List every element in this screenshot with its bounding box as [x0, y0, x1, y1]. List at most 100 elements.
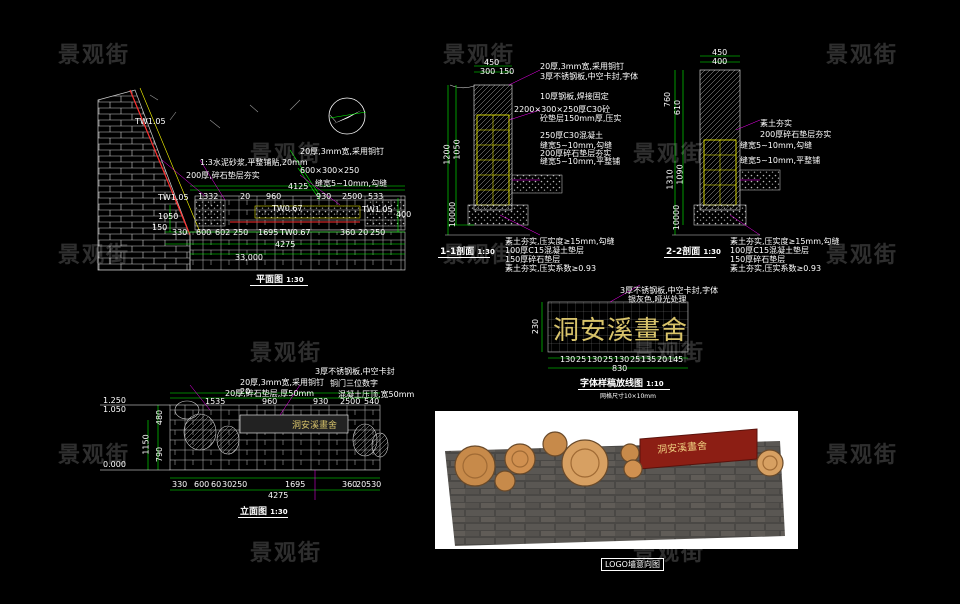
s2-title: 2-2剖面 1:30: [666, 244, 721, 257]
s2-dim-side-3: 1090: [675, 164, 685, 185]
plan-title: 平面图 1:30: [256, 272, 304, 285]
watermark-14: 景观街: [633, 541, 706, 566]
plan-dim-bottom-0: 330: [172, 228, 188, 237]
plan-note-top: 20厚,3mm宽,采用铜钉: [300, 147, 384, 156]
plan-note-gravel: 1:3水泥砂浆,平整铺贴,20mm: [200, 158, 308, 167]
font-title-text: 字体样稿放线图: [580, 379, 644, 389]
plan-dim-bottom-3: 250: [233, 228, 249, 237]
elev-title-text: 立面图: [240, 507, 268, 517]
s1-note-11: 150厚碎石垫层: [505, 255, 561, 264]
font-glyphs: 洞安溪畫舍: [553, 316, 689, 346]
s2-note-4: 素土夯实,压实度≥15mm,勾缝: [730, 237, 840, 246]
elev-note-0: 20厚,3mm宽,采用铜钉: [240, 378, 324, 387]
plan-dim-total-top: 4125: [288, 182, 309, 191]
watermark-4: 景观街: [250, 142, 323, 167]
plan-view: [97, 87, 406, 271]
watermark-5: 景观街: [633, 142, 706, 167]
elev-dim-top-3: 930: [313, 397, 329, 406]
s1-note-0: 20厚,3mm宽,采用铜钉: [540, 62, 624, 71]
elev-title-underline: [238, 517, 288, 518]
s2-note-1: 200厚碎石垫层夯实: [760, 130, 832, 139]
elev-note-4: 混凝土压顶,宽50mm: [338, 390, 415, 399]
font-note-below: 网格尺寸10×10mm: [600, 393, 656, 400]
elev-sign-text: 洞安溪畫舍: [292, 421, 338, 431]
watermark-9: 景观街: [250, 341, 323, 366]
plan-dim-top-0: 1332: [198, 192, 219, 201]
s2-dim-side-1: 610: [673, 99, 683, 116]
font-dim-7: 20: [657, 355, 668, 364]
s2-dim-top-0: 450: [712, 48, 728, 57]
elev-dim-bottom-3: 30: [222, 480, 233, 489]
elev-dim-bottom-0: 330: [172, 480, 188, 489]
plan-dim-top-5: 533: [368, 192, 384, 201]
elev-note-2: 铜门三位数字: [330, 379, 378, 388]
elev-dim-top-5: 540: [364, 397, 380, 406]
font-note-1: 银灰色,哑光处理: [628, 295, 687, 304]
s2-note-5: 100厚C15混凝土垫层: [730, 246, 810, 255]
elev-dim-side-1: 1150: [141, 434, 151, 455]
plan-dim-left: 150: [152, 223, 168, 232]
elev-dim-total: 4275: [268, 491, 289, 500]
elev-dim-bottom-7: 20: [356, 480, 367, 489]
font-detail-grid: [541, 284, 689, 369]
elev-dim-bottom-1: 600: [194, 480, 210, 489]
s1-dim-side-0: 1200: [442, 144, 452, 165]
watermark-11: 景观街: [58, 443, 131, 468]
plan-dim-bottom-2: 602: [215, 228, 231, 237]
font-dim-5: 25: [630, 355, 641, 364]
s2-title-scale: 1:30: [703, 248, 721, 256]
s1-note-2: 10厚钢板,焊接固定: [540, 92, 609, 101]
section-2-2: [672, 55, 781, 236]
font-dim-6: 135: [641, 355, 657, 364]
s2-dim-top-1: 400: [712, 57, 728, 66]
watermark-8: 景观街: [826, 243, 899, 268]
elev-dim-top-1: 20: [240, 387, 251, 396]
s1-dim-top-2: 150: [499, 67, 515, 76]
font-note-0: 3厚不锈钢板,中空卡封,字体: [620, 286, 719, 295]
elev-title-scale: 1:30: [270, 508, 288, 516]
elev-title: 立面图 1:30: [240, 504, 288, 517]
plan-tw-top: TW1.05: [135, 117, 166, 126]
s1-dim-side-2: 10000: [448, 201, 458, 228]
s2-note-2: 缝宽5~10mm,勾缝: [740, 141, 813, 150]
plan-dim-bottom-total2: 33,000: [235, 253, 263, 262]
s1-title-underline: [438, 257, 490, 258]
elev-dim-top-0: 1535: [205, 397, 226, 406]
plan-title-underline: [250, 285, 308, 286]
rendering-caption: LOGO墙意向图: [601, 558, 664, 571]
s1-note-10: 100厚C15混凝土垫层: [505, 246, 585, 255]
s2-dim-side-0: 760: [663, 91, 673, 108]
font-dim-total: 830: [612, 364, 628, 373]
elev-dim-side-2: 790: [155, 446, 165, 463]
plan-dim-bottom-4: 1695: [258, 228, 279, 237]
s2-dim-side-2: 1310: [665, 169, 675, 190]
plan-dim-side2: 1050: [158, 212, 179, 221]
watermark-10: 景观街: [633, 341, 706, 366]
s1-note-3: 2200×300×250厚C30砼: [514, 105, 611, 114]
watermark-7: 景观街: [443, 243, 516, 268]
s1-dim-side-1: 1050: [452, 139, 462, 160]
plan-dim-top-2: 960: [266, 192, 282, 201]
watermark-1: 景观街: [58, 43, 131, 68]
font-title-scale: 1:10: [646, 380, 664, 388]
s1-title-text: 1-1剖面: [440, 247, 475, 257]
elev-note-3: 20厚,碎石垫层,厚50mm: [225, 389, 315, 398]
plan-dim-bottom-6: 20: [358, 228, 369, 237]
s1-note-4: 砼垫层150mm厚,压实: [540, 114, 622, 123]
plan-note-joint: 缝宽5~10mm,勾缝: [315, 179, 388, 188]
plan-dim-top-1: 20: [240, 192, 251, 201]
s1-note-7: 200厚碎石垫层夯实: [540, 149, 612, 158]
elev-dim-bottom-8: 530: [366, 480, 382, 489]
elev-dim-top-2: 960: [262, 397, 278, 406]
watermark-3: 景观街: [826, 43, 899, 68]
elev-level-1: 1.050: [103, 405, 126, 414]
plan-tw-mid1: TW0.67: [272, 204, 303, 213]
font-dim-0: 130: [560, 355, 576, 364]
plan-dim-side: 400: [396, 210, 412, 219]
s1-title-scale: 1:30: [477, 248, 495, 256]
elev-note-1: 3厚不锈钢板,中空卡封: [315, 367, 395, 376]
font-title: 字体样稿放线图 1:10: [580, 376, 664, 389]
elevation-view: [100, 384, 389, 500]
